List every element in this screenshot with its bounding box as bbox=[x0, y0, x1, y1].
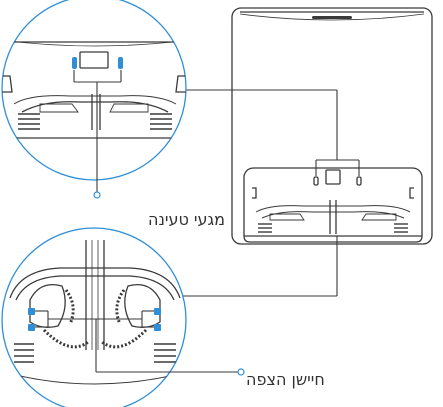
fill-sensor-label: חיישן הצפה bbox=[246, 370, 325, 389]
dock-ramp-leader bbox=[183, 236, 338, 297]
contacts-magnifier bbox=[1, 0, 187, 199]
sensor-magnifier bbox=[1, 227, 245, 407]
charging-contacts-label: מגעי טעינה bbox=[148, 210, 225, 229]
dock-contacts-bracket bbox=[183, 89, 360, 176]
docking-station bbox=[231, 7, 433, 245]
